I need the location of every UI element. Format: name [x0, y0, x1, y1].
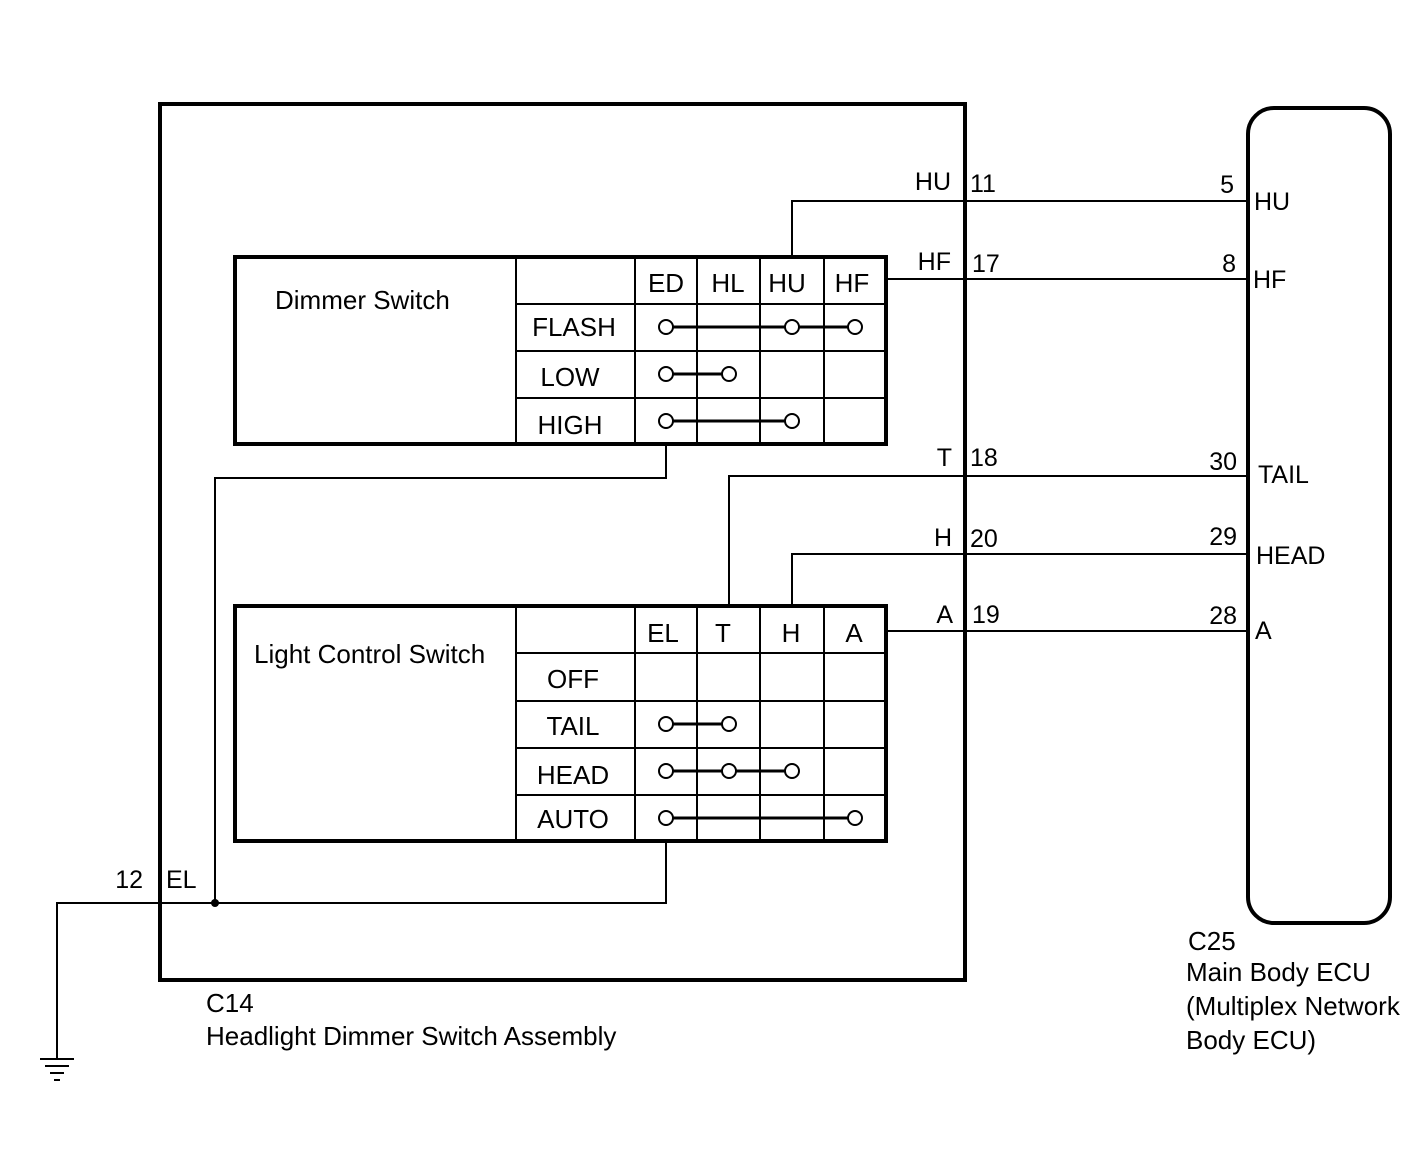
dimmer-col-hf: HF	[835, 268, 870, 298]
sw-pin-17: 17	[972, 250, 1000, 278]
dimmer-col-hu: HU	[768, 268, 806, 298]
wire-el-ground	[56, 841, 667, 1059]
lcs-col-el: EL	[647, 618, 679, 648]
lcs-row-head: HEAD	[537, 760, 609, 790]
sw-label-h: H	[934, 524, 952, 552]
ecu-pin-8: 8	[1222, 250, 1236, 278]
sw-pin-18: 18	[970, 444, 998, 472]
assembly-name: Headlight Dimmer Switch Assembly	[206, 1021, 616, 1051]
lcs-row-auto: AUTO	[537, 804, 609, 834]
ecu-name-line-3: Body ECU)	[1186, 1025, 1316, 1055]
ground-symbol	[40, 1058, 74, 1081]
sw-label-hu: HU	[915, 168, 951, 196]
ecu-pin-30: 30	[1209, 448, 1237, 476]
wire-ed	[214, 444, 667, 903]
ecu-pin-29: 29	[1209, 523, 1237, 551]
lcs-terminal-dot	[721, 763, 737, 779]
dimmer-switch-table: Dimmer Switch ED HL HU HF FLASH LOW HIGH	[233, 255, 888, 446]
sw-pin-19: 19	[972, 601, 1000, 629]
dimmer-row-flash: FLASH	[532, 312, 616, 342]
ecu-name-line-2: (Multiplex Network	[1186, 991, 1401, 1021]
lcs-terminal-dot	[658, 716, 674, 732]
ecu-label-head: HEAD	[1256, 542, 1325, 570]
switch-assembly-frame	[158, 102, 967, 982]
sw-label-t: T	[937, 444, 952, 472]
wire-t	[728, 475, 1248, 606]
ecu-label-hf: HF	[1253, 266, 1286, 294]
junction-dot	[211, 899, 219, 907]
ecu-label-a: A	[1255, 617, 1272, 645]
ecu-pin-5: 5	[1220, 171, 1234, 199]
ground-label-el: EL	[166, 866, 197, 894]
dimmer-terminal-dot	[784, 413, 800, 429]
dimmer-col-hl: HL	[711, 268, 744, 298]
dimmer-row-high: HIGH	[538, 410, 603, 440]
lcs-terminal-dot	[721, 716, 737, 732]
dimmer-col-ed: ED	[648, 268, 684, 298]
light-control-switch-title: Light Control Switch	[254, 639, 485, 669]
ecu-box	[1246, 106, 1392, 925]
ecu-label-tail: TAIL	[1258, 461, 1309, 489]
sw-pin-20: 20	[970, 525, 998, 553]
lcs-terminal-dot	[658, 763, 674, 779]
light-control-switch-table: Light Control Switch EL T H A OFF TAIL H…	[233, 604, 888, 843]
lcs-col-h: H	[782, 618, 801, 648]
ecu-code: C25	[1188, 926, 1236, 956]
lcs-terminal-dot	[658, 810, 674, 826]
lcs-col-t: T	[715, 618, 731, 648]
wire-h	[791, 553, 1248, 606]
sw-label-a: A	[936, 601, 953, 629]
wire-hu	[791, 200, 1248, 257]
lcs-terminal-dot	[847, 810, 863, 826]
ecu-label-hu: HU	[1254, 188, 1290, 216]
dimmer-terminal-dot	[658, 366, 674, 382]
lcs-row-tail: TAIL	[547, 711, 600, 741]
ecu-pin-28: 28	[1209, 602, 1237, 630]
dimmer-terminal-dot	[721, 366, 737, 382]
dimmer-terminal-dot	[847, 319, 863, 335]
sw-label-hf: HF	[918, 248, 951, 276]
sw-pin-11: 11	[970, 170, 996, 198]
dimmer-switch-title: Dimmer Switch	[275, 285, 450, 315]
wires	[56, 200, 1248, 1059]
dimmer-terminal-dot	[658, 413, 674, 429]
ecu-name-line-1: Main Body ECU	[1186, 957, 1371, 987]
lcs-col-a: A	[845, 618, 863, 648]
dimmer-row-low: LOW	[540, 362, 600, 392]
lcs-row-off: OFF	[547, 664, 599, 694]
lcs-terminal-dot	[784, 763, 800, 779]
assembly-code: C14	[206, 988, 254, 1018]
dimmer-terminal-dot	[658, 319, 674, 335]
dimmer-terminal-dot	[784, 319, 800, 335]
ground-pin-12: 12	[115, 866, 143, 894]
